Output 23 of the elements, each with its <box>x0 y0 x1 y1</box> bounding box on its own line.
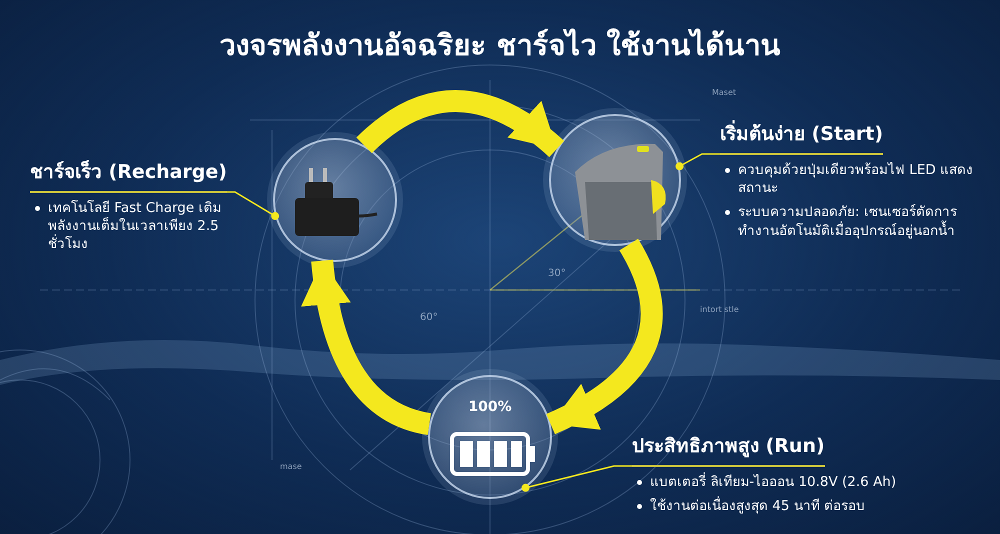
title: วงจรพลังงานอัจฉริยะ ชาร์จไว ใช้งานได้นาน <box>218 27 782 64</box>
leader-line <box>522 465 632 492</box>
blueprint-label: mase <box>280 462 302 471</box>
leader-line <box>226 191 280 220</box>
feature-circle <box>428 375 552 499</box>
bullet-text: ควบคุมด้วยปุ่มเดียวพร้อมไฟ LED แสดงสถานะ <box>720 161 982 198</box>
curved-arrow <box>302 259 432 435</box>
bullet-text: ใช้งานต่อเนื่องสูงสุด 45 นาที ต่อรอบ <box>632 497 922 516</box>
blueprint-label: 60° <box>420 312 438 323</box>
bullet-text: ระบบความปลอดภัย: เซนเซอร์ตัดการทำงานอัตโนมัติเมื่ออุปกรณ์อยู่นอกน้ำ <box>720 203 982 240</box>
blueprint-label: 30° <box>548 268 566 279</box>
blueprint-label: intort stle <box>700 305 739 314</box>
percentage-label: 100% <box>467 399 513 415</box>
feature-circle <box>273 138 397 262</box>
feature-heading: เริ่มต้นง่าย (Start) <box>720 118 884 155</box>
feature-heading: ประสิทธิภาพสูง (Run) <box>632 430 825 467</box>
feature-circle <box>549 114 681 246</box>
feature-heading: ชาร์จเร็ว (Recharge) <box>30 156 227 193</box>
bullet-text: แบตเตอรี่ ลิเทียม-ไอออน 10.8V (2.6 Ah) <box>632 473 922 492</box>
bullet-text: เทคโนโลยี Fast Charge เติมพลังงานเต็มในเวลาเพียง 2.5 ชั่วโมง <box>30 199 255 254</box>
leader-line <box>676 153 720 170</box>
blueprint-label: Maset <box>712 88 736 97</box>
curved-arrow <box>546 239 663 434</box>
